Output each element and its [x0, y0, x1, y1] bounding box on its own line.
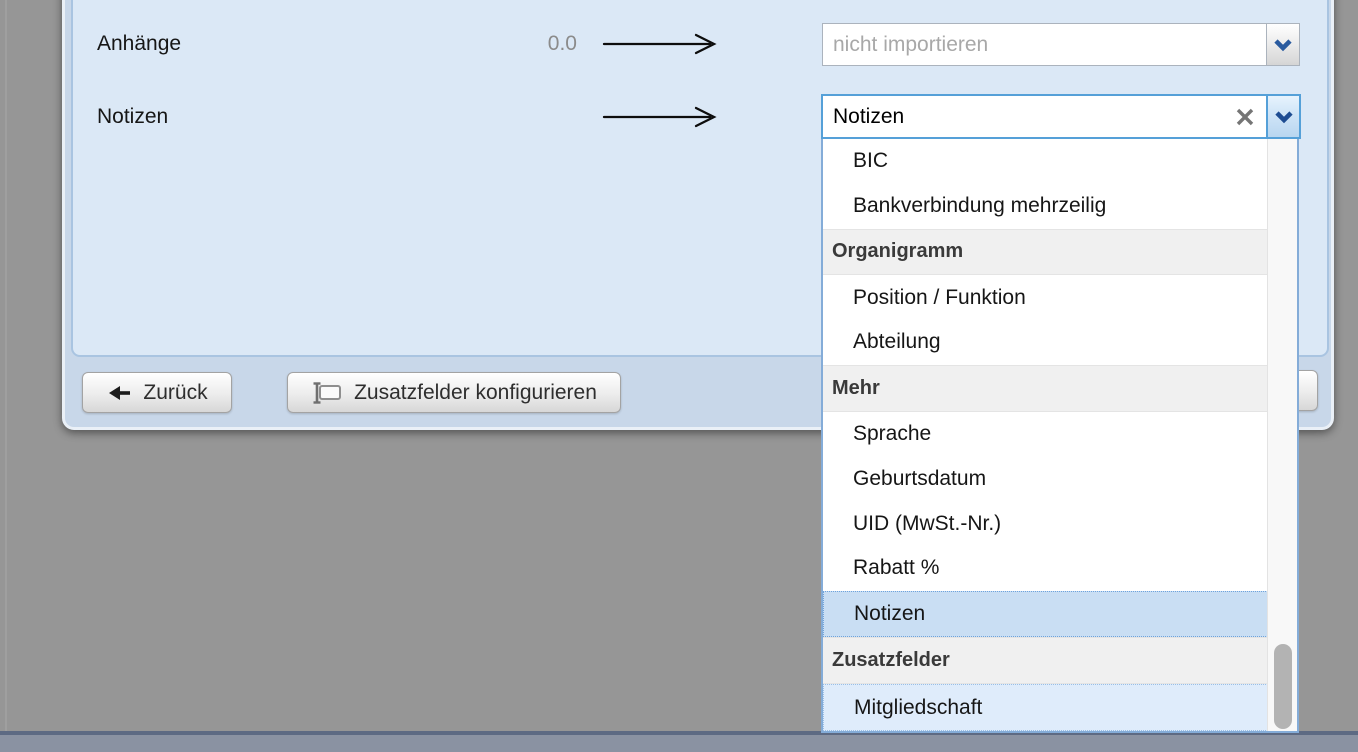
dropdown-item[interactable]: Rabatt %	[853, 556, 940, 580]
configure-custom-fields-label: Zusatzfelder konfigurieren	[354, 380, 597, 404]
notes-field-label: Notizen	[97, 105, 169, 128]
back-arrow-icon	[109, 385, 131, 400]
attachments-select-trigger[interactable]	[1266, 24, 1299, 65]
dropdown-item[interactable]: Sprache	[853, 421, 932, 445]
attachments-target-placeholder: nicht importieren	[833, 33, 989, 56]
attachments-count-value: 0.0	[547, 32, 577, 55]
dropdown-item[interactable]: Mitgliedschaft	[823, 684, 1268, 731]
dropdown-item[interactable]: BIC	[853, 149, 889, 173]
dropdown-group-header: Zusatzfelder	[823, 637, 1268, 685]
configure-custom-fields-button[interactable]: Zusatzfelder konfigurieren	[287, 372, 621, 413]
dropdown-scrollbar-thumb[interactable]	[1274, 644, 1292, 729]
dropdown-item[interactable]: Geburtsdatum	[853, 466, 987, 490]
attachments-field-label: Anhänge	[97, 32, 182, 55]
dropdown-item[interactable]: Bankverbindung mehrzeilig	[853, 194, 1107, 218]
mapping-arrow-icon	[602, 33, 717, 55]
dropdown-group-header: Organigramm	[823, 228, 1268, 276]
dropdown-scrollbar-track[interactable]	[1267, 139, 1297, 731]
window-bottom-bar	[0, 731, 1358, 752]
notes-combobox-value: Notizen	[833, 105, 905, 128]
dropdown-item[interactable]: Position / Funktion	[853, 285, 1026, 309]
back-button[interactable]: Zurück	[82, 372, 232, 413]
dropdown-group-header: Mehr	[823, 364, 1268, 412]
notes-target-combobox[interactable]: Notizen	[821, 94, 1301, 139]
dropdown-item[interactable]: UID (MwSt.-Nr.)	[853, 511, 1002, 535]
notes-combobox-trigger[interactable]	[1266, 96, 1299, 137]
chevron-down-icon	[1274, 110, 1293, 123]
clear-x-icon	[1236, 108, 1254, 125]
background-window-edge	[5, 0, 7, 733]
dropdown-item[interactable]: Abteilung	[853, 330, 941, 354]
chevron-down-icon	[1274, 38, 1292, 51]
mapping-arrow-icon	[602, 106, 717, 128]
clear-button[interactable]	[1224, 96, 1266, 137]
text-field-config-icon	[313, 381, 342, 404]
dropdown-item[interactable]: Notizen	[823, 590, 1268, 638]
back-button-label: Zurück	[143, 380, 208, 404]
attachments-target-select[interactable]: nicht importieren	[822, 23, 1300, 66]
